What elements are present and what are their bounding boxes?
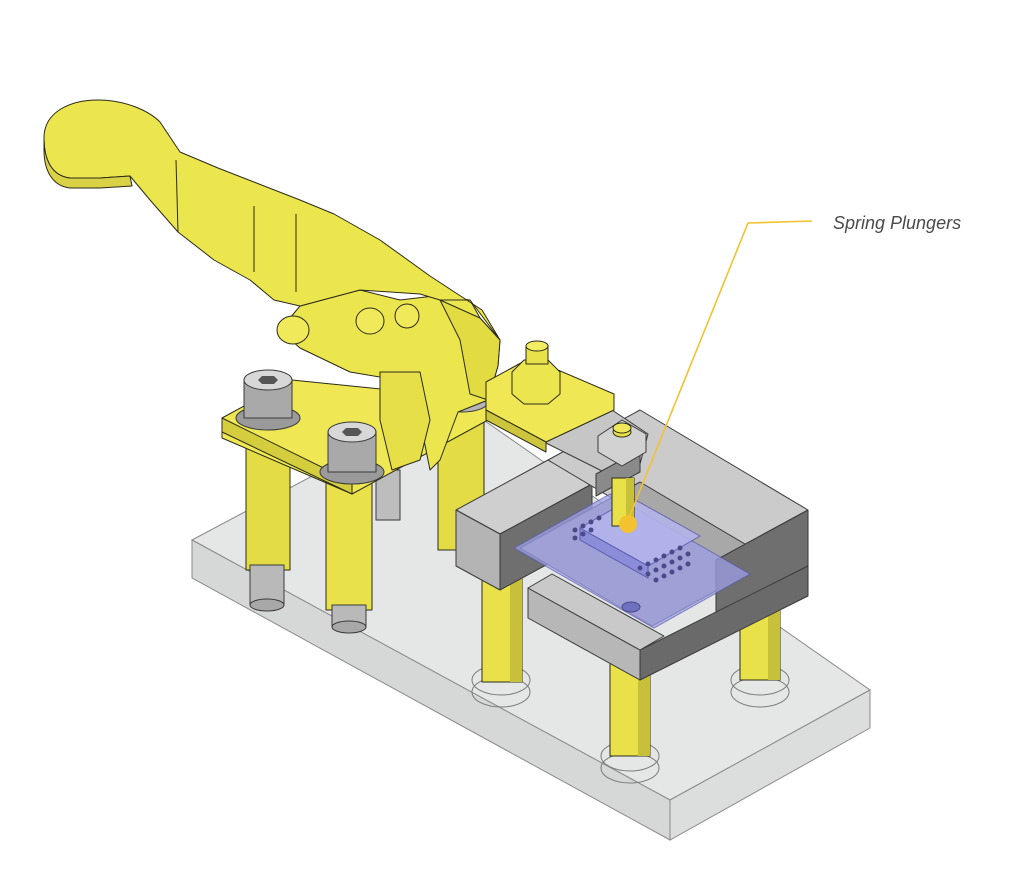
callout-leader [627,220,813,521]
callout-label-spring-plungers: Spring Plungers [833,213,962,233]
pcb-socket [512,493,752,629]
nest-standoff-front [600,649,660,784]
standoff-front-left [325,469,373,634]
hex-nut [511,340,561,405]
cap-screw-left [235,369,301,431]
spring-plunger-tip [619,515,637,533]
cap-screw-front [319,421,385,485]
spring-plunger [611,477,637,533]
clamp-handle [43,99,501,341]
